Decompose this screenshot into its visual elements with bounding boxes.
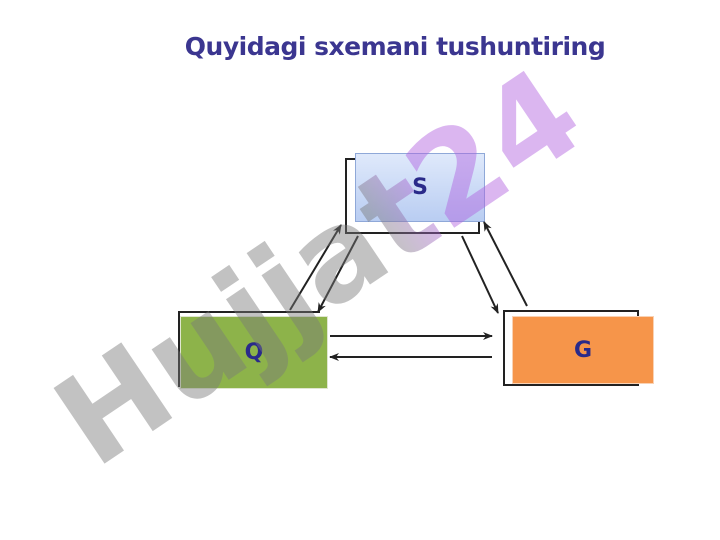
slide-title: Quyidagi sxemani tushuntiring (184, 32, 606, 61)
arrow-s-to-q (317, 235, 359, 313)
node-s-label: S (412, 175, 428, 200)
arrow-s-to-g (461, 235, 499, 314)
arrow-g-to-s (483, 221, 528, 307)
node-q: Q (180, 316, 328, 389)
arrow-q-to-s (289, 224, 342, 311)
watermark: Hujjat24 (31, 41, 607, 495)
node-q-label: Q (244, 340, 264, 365)
node-s: S (355, 153, 485, 222)
node-g-label: G (573, 337, 593, 363)
node-g: G (512, 316, 654, 384)
